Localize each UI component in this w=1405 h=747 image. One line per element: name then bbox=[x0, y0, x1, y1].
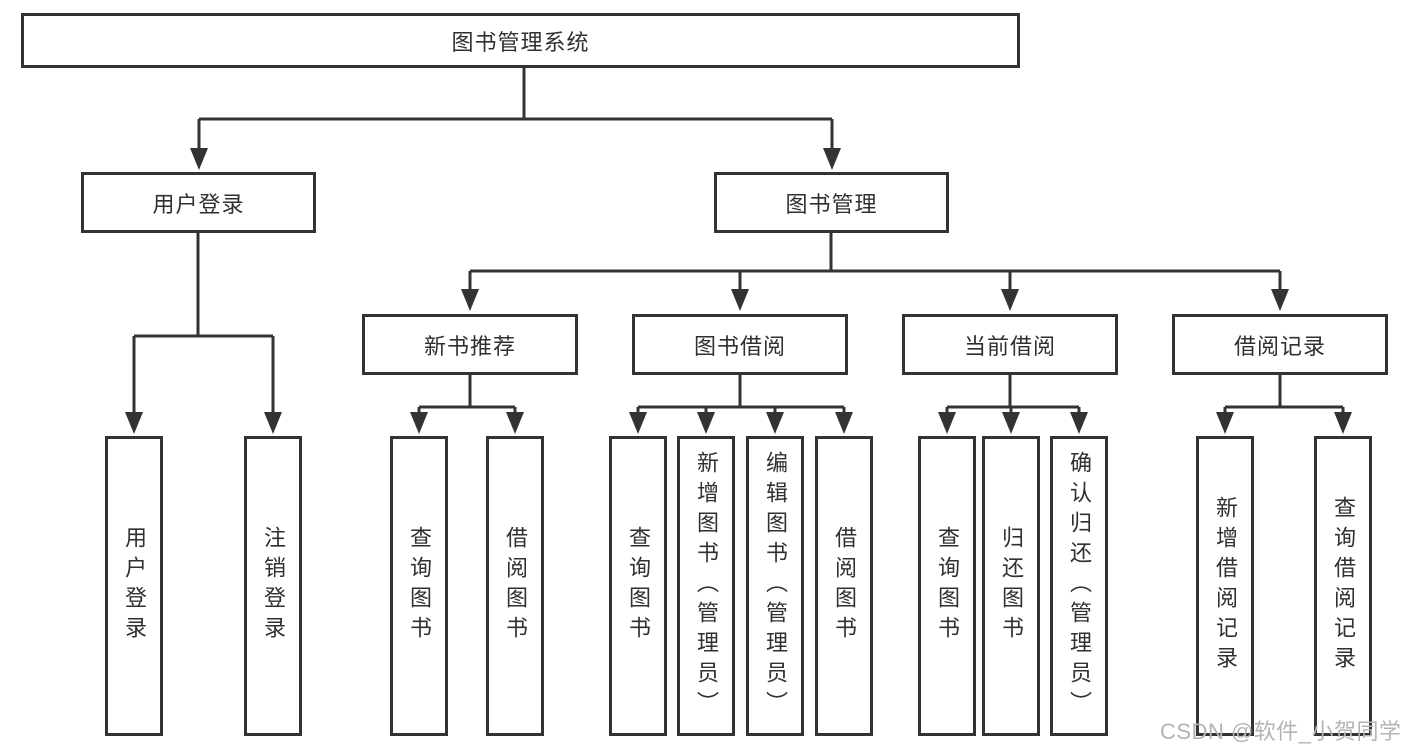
leaf-confirm-return-admin-label: 确认归还（管理员） bbox=[1067, 451, 1092, 721]
connector-records-to-leaves bbox=[1216, 375, 1352, 434]
connector-current-to-leaves bbox=[938, 375, 1088, 434]
node-user-login: 用户登录 bbox=[81, 172, 316, 233]
leaf-query-borrow-record: 查询借阅记录 bbox=[1314, 436, 1372, 736]
node-root: 图书管理系统 bbox=[21, 13, 1020, 68]
node-borrow-records: 借阅记录 bbox=[1172, 314, 1388, 375]
leaf-borrow-books-recommend-label: 借阅图书 bbox=[503, 526, 528, 646]
leaf-logout: 注销登录 bbox=[244, 436, 302, 736]
node-current-borrowing: 当前借阅 bbox=[902, 314, 1118, 375]
leaf-add-books-admin-label: 新增图书（管理员） bbox=[694, 451, 719, 721]
leaf-query-books-current: 查询图书 bbox=[918, 436, 976, 736]
connector-borrow-to-leaves bbox=[629, 375, 853, 434]
connector-recommend-to-leaves bbox=[410, 375, 524, 434]
leaf-edit-books-admin: 编辑图书（管理员） bbox=[746, 436, 804, 736]
node-root-label: 图书管理系统 bbox=[451, 29, 590, 55]
leaf-query-books-borrow: 查询图书 bbox=[609, 436, 667, 736]
node-book-management: 图书管理 bbox=[714, 172, 949, 233]
leaf-user-login: 用户登录 bbox=[105, 436, 163, 736]
leaf-borrow-books-label: 借阅图书 bbox=[832, 526, 857, 646]
leaf-user-login-label: 用户登录 bbox=[122, 526, 147, 646]
leaf-return-books-label: 归还图书 bbox=[999, 526, 1024, 646]
connector-root-to-level1 bbox=[190, 68, 841, 170]
leaf-query-books-borrow-label: 查询图书 bbox=[626, 526, 651, 646]
leaf-borrow-books-recommend: 借阅图书 bbox=[486, 436, 544, 736]
leaf-query-books-recommend-label: 查询图书 bbox=[407, 526, 432, 646]
node-book-management-label: 图书管理 bbox=[785, 191, 878, 217]
node-current-borrowing-label: 当前借阅 bbox=[963, 333, 1056, 359]
leaf-query-borrow-record-label: 查询借阅记录 bbox=[1331, 496, 1356, 676]
leaf-query-books-recommend: 查询图书 bbox=[390, 436, 448, 736]
connector-management-to-level2 bbox=[461, 233, 1289, 311]
leaf-add-borrow-record-label: 新增借阅记录 bbox=[1213, 496, 1238, 676]
node-book-borrowing-label: 图书借阅 bbox=[693, 333, 786, 359]
leaf-confirm-return-admin: 确认归还（管理员） bbox=[1050, 436, 1108, 736]
node-borrow-records-label: 借阅记录 bbox=[1233, 333, 1326, 359]
leaf-logout-label: 注销登录 bbox=[261, 526, 286, 646]
node-book-borrowing: 图书借阅 bbox=[632, 314, 848, 375]
leaf-return-books: 归还图书 bbox=[982, 436, 1040, 736]
leaf-add-books-admin: 新增图书（管理员） bbox=[677, 436, 735, 736]
connector-user-to-leaves bbox=[125, 233, 282, 434]
leaf-borrow-books: 借阅图书 bbox=[815, 436, 873, 736]
node-new-books: 新书推荐 bbox=[362, 314, 578, 375]
node-user-login-label: 用户登录 bbox=[152, 191, 245, 217]
node-new-books-label: 新书推荐 bbox=[423, 333, 516, 359]
csdn-watermark: CSDN @软件_小贺同学 bbox=[1160, 719, 1402, 744]
leaf-query-books-current-label: 查询图书 bbox=[935, 526, 960, 646]
leaf-edit-books-admin-label: 编辑图书（管理员） bbox=[763, 451, 788, 721]
leaf-add-borrow-record: 新增借阅记录 bbox=[1196, 436, 1254, 736]
